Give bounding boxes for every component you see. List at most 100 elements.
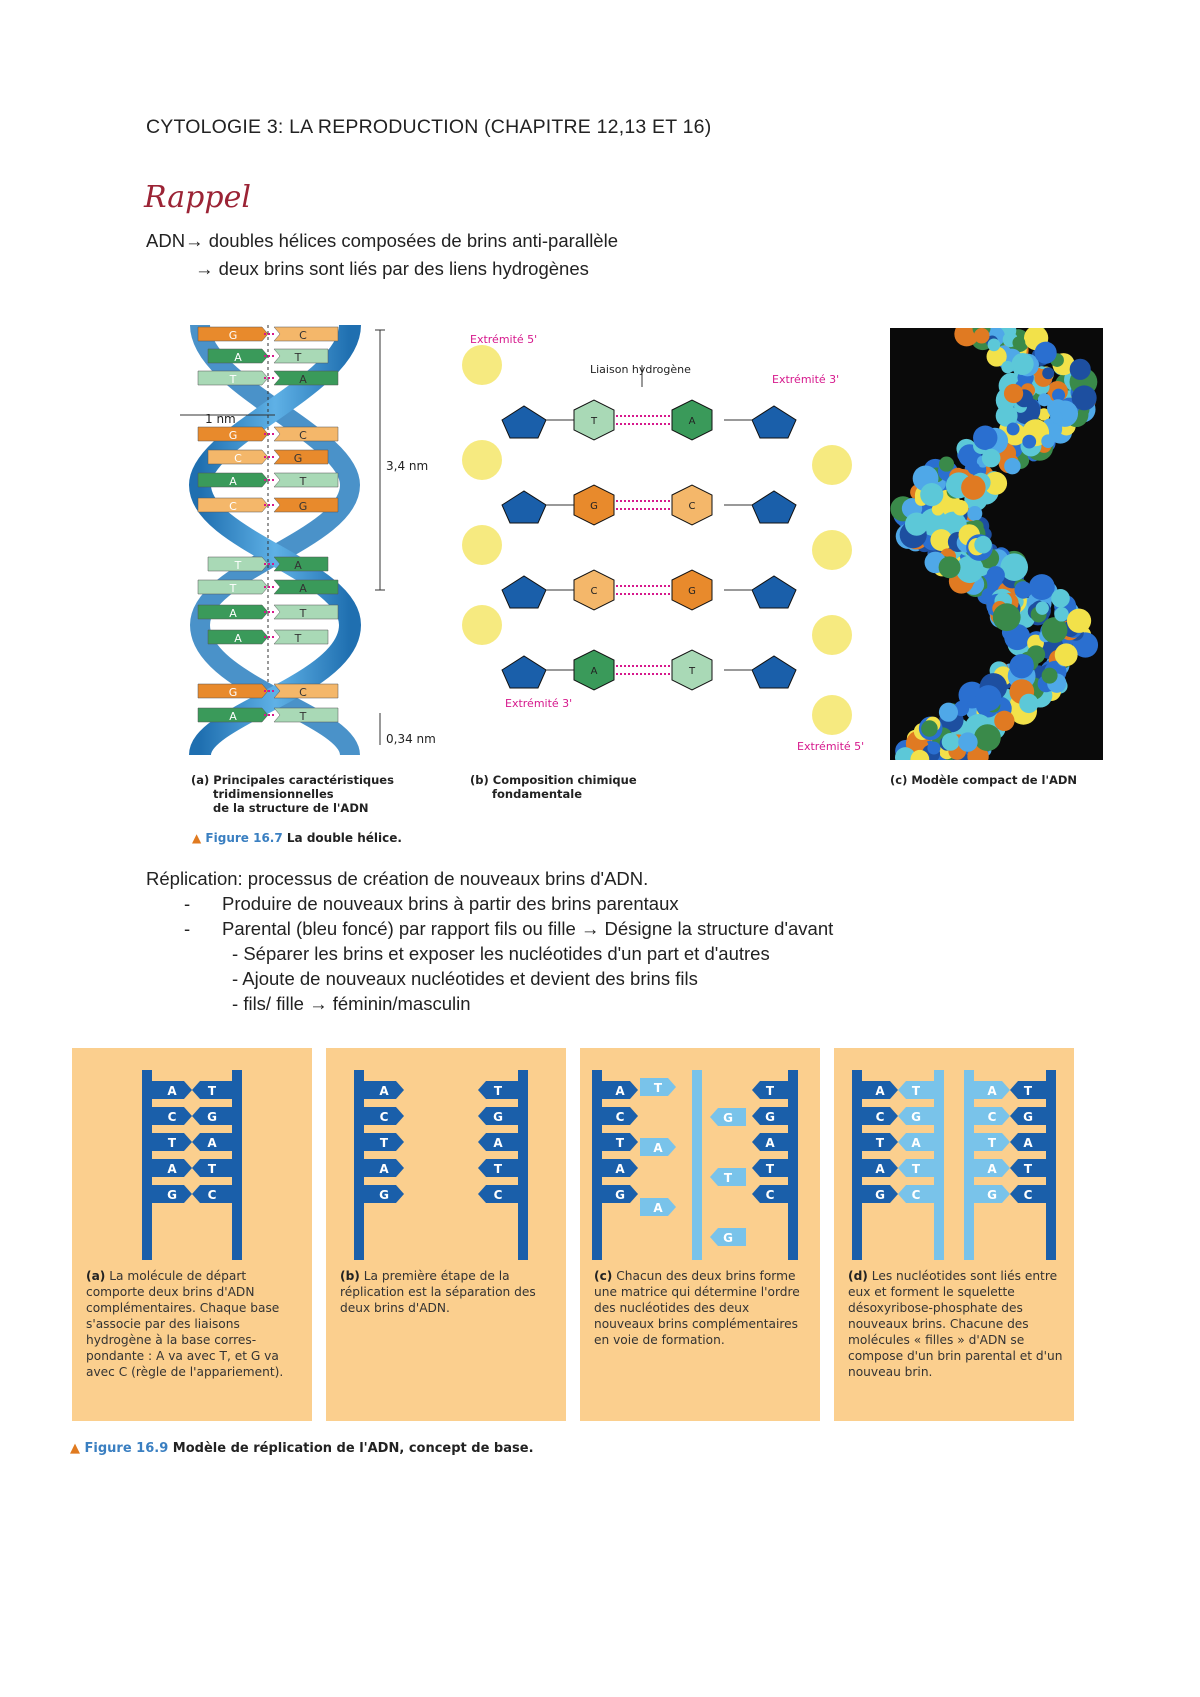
- nucleotide-base: [898, 1081, 934, 1099]
- atom-sphere: [1041, 617, 1068, 644]
- helix-base-left: [207, 348, 269, 364]
- nucleotide-base-label: C: [988, 1110, 997, 1124]
- nucleotide-base-label: G: [987, 1188, 997, 1202]
- strand-backbone: [964, 1070, 974, 1260]
- nucleotide-base-label: G: [1023, 1110, 1033, 1124]
- atom-sphere: [961, 475, 986, 500]
- strand-backbone: [354, 1070, 364, 1260]
- helix-base-left: [197, 326, 269, 342]
- helix-base-left-label: A: [229, 710, 237, 723]
- atom-sphere: [956, 555, 984, 584]
- atom-sphere: [995, 404, 1018, 427]
- nucleotide-base: [364, 1107, 404, 1125]
- atom-sphere: [1035, 601, 1049, 615]
- atom-sphere: [1003, 383, 1024, 404]
- end5-bottom-label: Extrémité 5': [797, 740, 865, 753]
- atom-sphere: [1050, 410, 1063, 424]
- nucleotide-base: [640, 1138, 676, 1156]
- nucleotide-base: [974, 1081, 1010, 1099]
- sugar-left: [501, 405, 547, 439]
- sugar-right: [751, 575, 797, 609]
- page-title: CYTOLOGIE 3: LA REPRODUCTION (CHAPITRE 1…: [146, 116, 712, 138]
- base-ring-right: [671, 569, 713, 611]
- atom-sphere: [981, 448, 1001, 468]
- helix-base-left: [197, 497, 269, 513]
- nucleotide-base: [752, 1185, 788, 1203]
- helix-base-right-label: T: [299, 710, 307, 723]
- atom-sphere: [1006, 422, 1020, 436]
- nucleotide-base-label: A: [987, 1084, 997, 1098]
- atom-sphere: [986, 346, 1007, 367]
- nucleotide-base: [898, 1133, 934, 1151]
- nucleotide-base-label: C: [1024, 1188, 1033, 1202]
- atom-sphere: [987, 338, 1001, 352]
- helix-base-right-label: T: [294, 351, 302, 364]
- helix-base-right-label: T: [294, 632, 302, 645]
- replication-sub-bullet-1: - Séparer les brins et exposer les nuclé…: [232, 943, 770, 964]
- nucleotide-base-label: G: [493, 1110, 503, 1124]
- nucleotide-base-label: A: [167, 1084, 177, 1098]
- strand-backbone: [852, 1070, 862, 1260]
- phosphate-left: [462, 525, 502, 565]
- atom-sphere: [1066, 608, 1092, 633]
- chem-base-right-label: G: [688, 586, 696, 597]
- nucleotide-base-label: T: [766, 1084, 775, 1098]
- nucleotide-base: [192, 1081, 232, 1099]
- nucleotide-base-label: T: [912, 1162, 921, 1176]
- nucleotide-base-label: C: [912, 1188, 921, 1202]
- rappel-line-1: ADN→ doubles hélices composées de brins …: [146, 230, 618, 251]
- helix-base-right-label: C: [299, 429, 307, 442]
- nucleotide-base-label: G: [911, 1110, 921, 1124]
- atom-sphere: [973, 425, 998, 450]
- atom-sphere: [1000, 553, 1029, 581]
- base-ring-left: [573, 569, 615, 611]
- helix-base-left-label: T: [229, 582, 237, 595]
- sugar-left: [501, 575, 547, 609]
- figure-16-7-title: ▲ Figure 16.7 La double hélice.: [192, 831, 402, 845]
- helix-base-left-label: T: [234, 559, 242, 572]
- panel-b-caption: (b) La première étape de la réplication …: [340, 1269, 536, 1315]
- phosphate-right: [812, 615, 852, 655]
- helix-base-right: [273, 707, 339, 723]
- nucleotide-base: [478, 1107, 518, 1125]
- nucleotide-base-label: T: [494, 1084, 503, 1098]
- helix-rise-label: 0,34 nm: [386, 732, 436, 746]
- strand-backbone: [592, 1070, 602, 1260]
- nucleotide-base: [862, 1159, 898, 1177]
- atom-sphere: [975, 685, 1002, 712]
- helix-base-right: [273, 426, 339, 442]
- atom-sphere: [1011, 352, 1034, 376]
- nucleotide-base-label: T: [1024, 1084, 1033, 1098]
- atom-sphere: [1041, 434, 1055, 448]
- nucleotide-base-label: A: [615, 1084, 625, 1098]
- helix-width-label: 1 nm: [205, 412, 236, 426]
- atom-sphere: [967, 506, 983, 522]
- rappel-line-2: → deux brins sont liés par des liens hyd…: [195, 258, 589, 279]
- phosphate-left: [462, 440, 502, 480]
- atom-sphere: [952, 499, 969, 516]
- atom-sphere: [1054, 607, 1069, 622]
- end3-top-label: Extrémité 3': [772, 373, 840, 386]
- nucleotide-base-label: A: [653, 1141, 663, 1155]
- panel-d-caption: (d) Les nucléotides sont liés entre eux …: [848, 1269, 1063, 1379]
- strand-backbone: [518, 1070, 528, 1260]
- chem-base-right-label: C: [689, 501, 696, 512]
- nucleotide-base: [752, 1133, 788, 1151]
- nucleotide-base-label: A: [493, 1136, 503, 1150]
- nucleotide-base: [974, 1107, 1010, 1125]
- atom-sphere: [1004, 457, 1021, 475]
- nucleotide-base: [898, 1185, 934, 1203]
- strand-backbone: [142, 1070, 152, 1260]
- helix-base-left-label: G: [229, 429, 238, 442]
- helix-base-right: [273, 497, 339, 513]
- nucleotide-base-label: G: [765, 1110, 775, 1124]
- nucleotide-base-label: G: [875, 1188, 885, 1202]
- nucleotide-base: [602, 1185, 638, 1203]
- sugar-right: [751, 655, 797, 689]
- atom-sphere: [938, 556, 961, 579]
- atom-sphere: [974, 535, 992, 554]
- nucleotide-base-label: A: [615, 1162, 625, 1176]
- atom-sphere: [1054, 643, 1078, 667]
- nucleotide-base: [974, 1133, 1010, 1151]
